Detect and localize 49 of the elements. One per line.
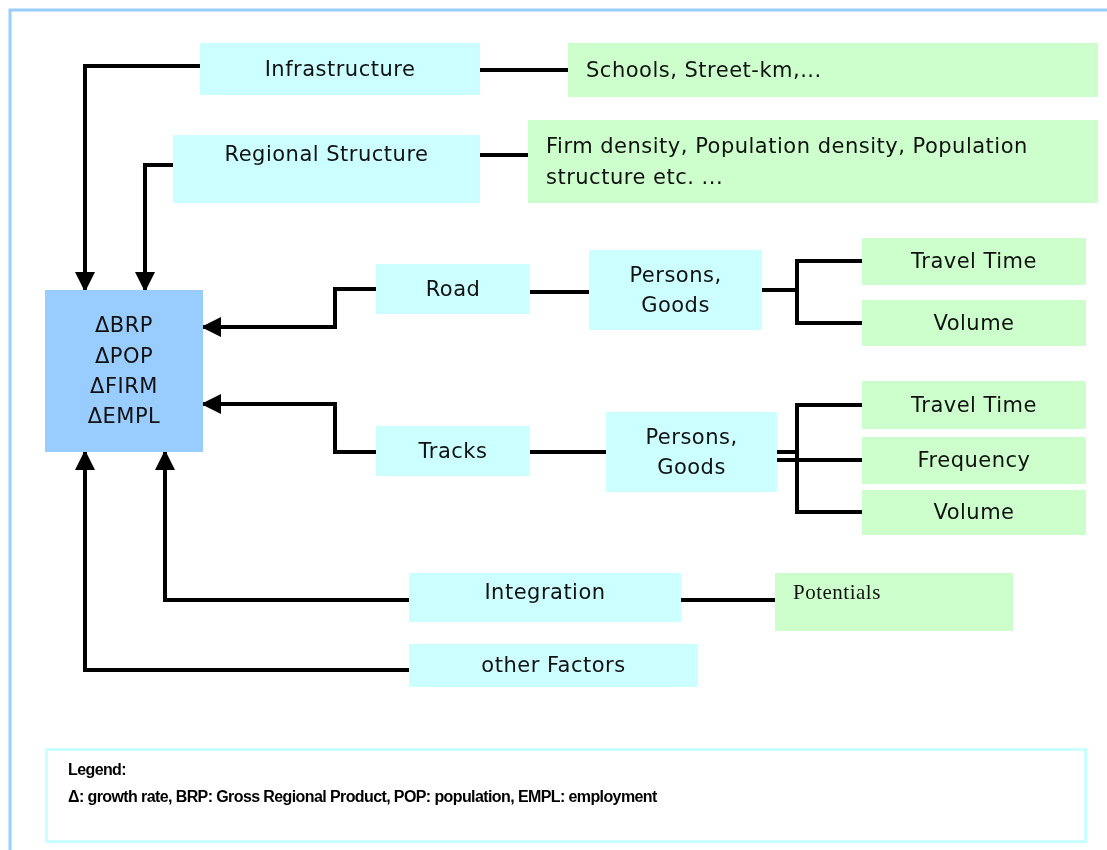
factor-box [409, 644, 698, 687]
factor-box [376, 426, 530, 476]
connector-line [530, 450, 606, 454]
indicator-box [862, 381, 1086, 429]
node-label: Volume [932, 499, 1016, 527]
node-label: Travel Time [910, 391, 1038, 419]
node-label: Persons, Goods [644, 423, 739, 481]
factor-box [376, 264, 530, 314]
node-label: Tracks [417, 437, 489, 465]
arrow [75, 64, 200, 292]
arrow [75, 450, 409, 672]
node-label: Travel Time [910, 248, 1038, 276]
node-label: Schools, Street-km,... [586, 56, 823, 84]
legend-text: Δ: growth rate, BRP: Gross Regional Product, POP: population, EMPL: employment [68, 788, 657, 806]
node-label: ΔBRP [94, 312, 154, 340]
factor-box [409, 573, 681, 622]
connector-line [480, 153, 528, 157]
node-label: ΔPOP [93, 342, 155, 370]
node-label: other Factors [480, 652, 627, 680]
mode-box [589, 250, 762, 330]
node-label: Firm density, Population density, Population structure etc. ... [546, 133, 1029, 191]
node-label: ΔFIRM [89, 373, 159, 400]
node-label: ΔEMPL [86, 403, 162, 431]
legend-heading: Legend: [68, 761, 127, 779]
indicator-box [862, 238, 1086, 285]
indicator-box [862, 437, 1086, 484]
node-label: Regional Structure [223, 141, 430, 168]
target-box [45, 290, 203, 452]
mode-box [606, 412, 777, 492]
node-label: Integration [483, 579, 607, 606]
node-label: Volume [932, 309, 1016, 337]
connector-line [777, 458, 862, 462]
node-label: Potentials [793, 579, 882, 606]
indicator-box [862, 300, 1086, 346]
connector-line [530, 290, 589, 294]
arrow [155, 450, 409, 602]
connector-line [480, 68, 568, 72]
node-label: Road [424, 275, 482, 303]
connector-line [681, 598, 775, 602]
indicator-box [528, 120, 1098, 203]
arrow [135, 163, 173, 292]
node-label: Persons, Goods [628, 261, 723, 319]
indicator-box [862, 490, 1086, 535]
indicator-box [775, 573, 1013, 631]
indicator-box [568, 43, 1098, 97]
node-label: Infrastructure [263, 55, 417, 83]
node-label: Frequency [916, 447, 1032, 475]
factor-box [200, 43, 480, 95]
factor-box [173, 135, 480, 203]
